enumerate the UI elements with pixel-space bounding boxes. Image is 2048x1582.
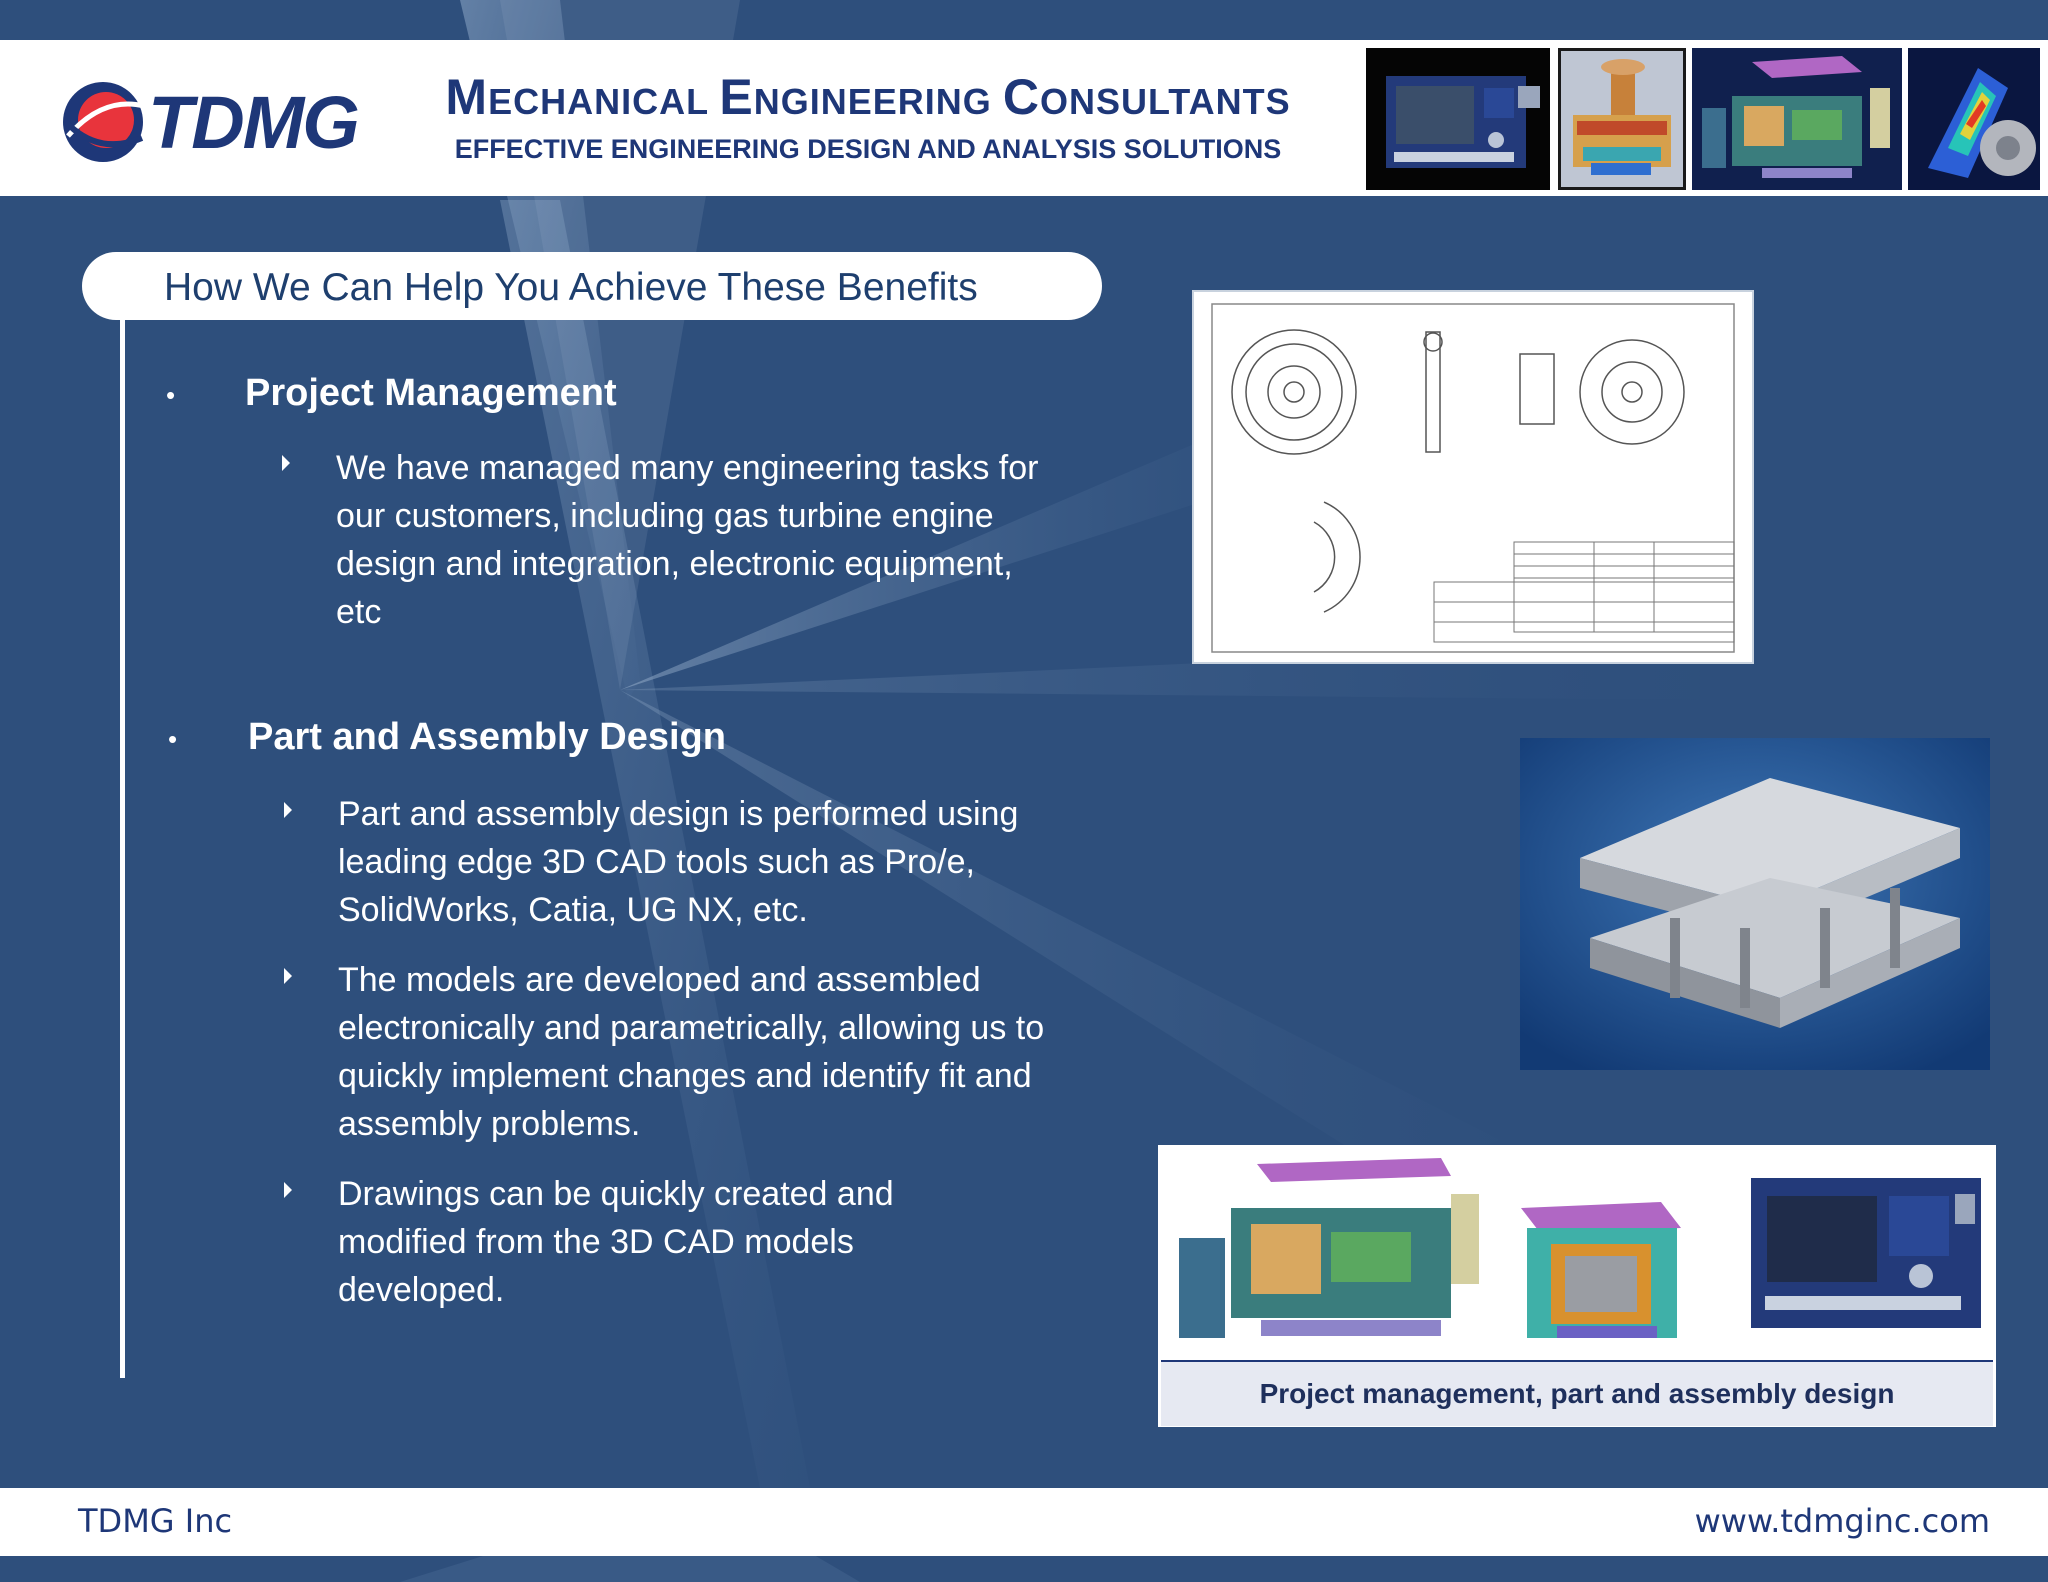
topic-point: Drawings can be quickly created and modi… <box>338 1175 894 1309</box>
title-word: ENGINEERING <box>719 69 992 125</box>
product-figure: Project management, part and assembly de… <box>1158 1145 1996 1427</box>
topic-title-part-assembly-design: Part and Assembly Design <box>248 716 726 758</box>
product-housing-view <box>1521 1202 1681 1338</box>
mold-assembly-image <box>1520 738 1990 1070</box>
bullet-arrow-icon <box>282 455 290 471</box>
header-subtitle: EFFECTIVE ENGINEERING DESIGN AND ANALYSI… <box>454 134 1282 164</box>
engineering-drawing-image <box>1192 290 1754 664</box>
logo-text: TDMG <box>148 81 360 164</box>
bullet-arrow-icon <box>284 968 292 984</box>
thumb-stress-analysis <box>1908 48 2040 190</box>
title-word: MECHANICAL <box>445 69 709 125</box>
footer-website-link[interactable]: www.tdmginc.com <box>1694 1502 1990 1540</box>
product-front-panel-view <box>1751 1178 1981 1328</box>
product-exploded-view <box>1179 1158 1479 1338</box>
header-banner: TDMG MECHANICAL ENGINEERING CONSULTANTS … <box>0 40 2048 196</box>
section-heading: How We Can Help You Achieve These Benefi… <box>164 266 978 309</box>
thumb-turbine-part <box>1558 48 1686 190</box>
footer-company: TDMG Inc <box>78 1502 233 1540</box>
bullet-arrow-icon <box>284 802 292 818</box>
section-divider-line <box>120 318 125 1378</box>
footer-bar: TDMG Inc www.tdmginc.com <box>0 1488 2048 1556</box>
header-title: MECHANICAL ENGINEERING CONSULTANTS <box>398 68 1338 126</box>
product-images <box>1161 1148 1993 1358</box>
topic-title-project-management: Project Management <box>245 372 617 414</box>
figure-caption: Project management, part and assembly de… <box>1161 1360 1993 1426</box>
bullet-arrow-icon <box>284 1182 292 1198</box>
company-logo: TDMG <box>58 76 360 168</box>
thumb-exploded-assembly <box>1692 48 1902 190</box>
logo-globe-icon <box>63 82 145 162</box>
topic-point: We have managed many engineering tasks f… <box>336 449 1039 631</box>
title-word: CONSULTANTS <box>1002 69 1291 125</box>
thumb-electronic-unit <box>1366 48 1550 190</box>
topic-bullet: • <box>168 724 178 754</box>
topic-bullet: • <box>166 380 176 410</box>
section-heading-pill: How We Can Help You Achieve These Benefi… <box>82 252 1102 320</box>
topic-point: Part and assembly design is performed us… <box>338 795 1019 929</box>
topic-point: The models are developed and assembled e… <box>338 961 1045 1143</box>
